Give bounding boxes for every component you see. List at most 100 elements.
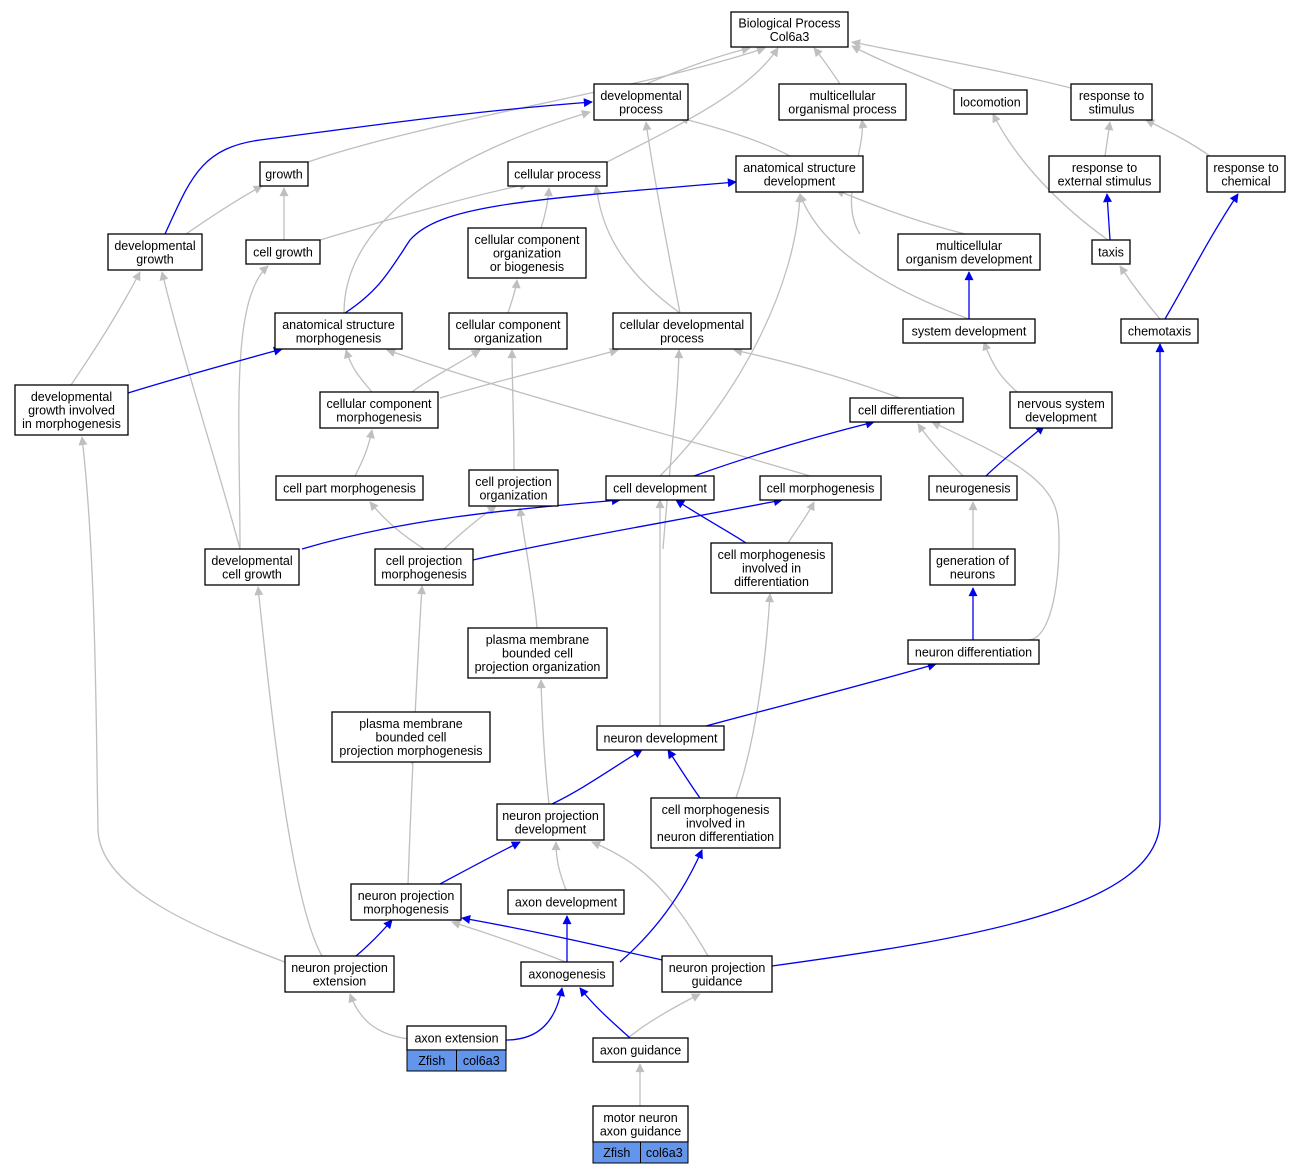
is-a-edge-4: [307, 46, 766, 163]
term-label-line: chemotaxis: [1128, 325, 1191, 339]
is-a-edge-40: [662, 349, 684, 550]
go-term-taxis[interactable]: taxis: [1091, 239, 1131, 265]
term-label-line: neuron development: [604, 732, 718, 746]
term-label-line: organismal process: [788, 102, 896, 116]
term-label-line: process: [619, 102, 663, 116]
term-box: [331, 711, 491, 763]
go-term-neurogenesis[interactable]: neurogenesis: [928, 475, 1018, 501]
term-label-line: morphogenesis: [381, 567, 466, 581]
part-of-edge-71: [619, 849, 703, 963]
go-term-chemotaxis[interactable]: chemotaxis: [1120, 318, 1199, 344]
go-term-neurondev[interactable]: neuron development: [596, 725, 725, 751]
term-label-line: guidance: [692, 974, 743, 988]
term-box: [928, 475, 1018, 501]
part-of-edge-68: [551, 749, 643, 805]
term-label-line: cell growth: [253, 246, 313, 260]
go-term-sysdev[interactable]: system development: [902, 318, 1036, 344]
is-a-edge-22: [70, 271, 141, 386]
term-box: [467, 227, 587, 279]
is-a-edge-32: [659, 193, 805, 477]
term-label-line: anatomical structure: [743, 161, 856, 175]
go-term-axonguid[interactable]: axon guidance: [592, 1037, 689, 1063]
go-term-cellmorph[interactable]: cell morphogenesis: [759, 475, 882, 501]
is-a-edge-50: [591, 840, 709, 957]
term-box: [710, 542, 833, 594]
go-term-cellproc[interactable]: cellular process: [507, 161, 608, 187]
term-box: [1009, 391, 1113, 429]
go-term-cellpartmorph[interactable]: cell part morphogenesis: [275, 475, 424, 501]
term-label-line: neuron projection: [669, 961, 766, 975]
is-a-edge-8: [1104, 121, 1114, 157]
term-box: [496, 803, 605, 841]
term-label-line: organization: [493, 247, 561, 261]
term-label-line: stimulus: [1089, 102, 1135, 116]
term-box: [592, 1037, 689, 1063]
is-a-edge-3: [851, 39, 1072, 89]
is-a-edge-27: [917, 423, 964, 477]
go-term-celldev[interactable]: cell development: [605, 475, 715, 501]
term-label-line: response to: [1079, 89, 1144, 103]
part-of-edge-65: [675, 499, 747, 544]
go-term-axondev[interactable]: axon development: [507, 889, 625, 915]
go-term-celldiff[interactable]: cell differentiation: [849, 397, 964, 423]
is-a-edge-26: [733, 347, 901, 399]
term-label-line: nervous system: [1017, 397, 1105, 411]
term-label-line: bounded cell: [502, 647, 573, 661]
term-label-line: cellular component: [475, 233, 580, 247]
term-box: [953, 89, 1028, 115]
is-a-edge-25: [439, 347, 619, 399]
term-label-line: generation of: [936, 554, 1010, 568]
is-a-edge-37: [159, 271, 241, 550]
part-of-edge-56: [344, 178, 737, 314]
term-box: [107, 233, 203, 271]
term-label-line: axon guidance: [600, 1124, 681, 1138]
term-box: [907, 639, 1040, 665]
go-term-growth[interactable]: growth: [259, 161, 309, 187]
is-a-edge-0: [645, 45, 751, 85]
term-label-line: taxis: [1098, 246, 1124, 260]
go-term-locomotion[interactable]: locomotion: [953, 89, 1028, 115]
term-label-line: axon development: [515, 896, 618, 910]
is-a-edge-21: [1119, 265, 1161, 320]
go-term-axonogenesis[interactable]: axonogenesis: [520, 961, 614, 987]
go-term-neurondiff[interactable]: neuron differentiation: [907, 639, 1040, 665]
term-label-line: process: [660, 331, 704, 345]
go-term-cellgrowth[interactable]: cell growth: [245, 239, 321, 265]
term-label-line: cellular process: [514, 168, 601, 182]
is-a-edge-18: [592, 185, 681, 314]
term-label-line: response to: [1072, 161, 1137, 175]
part-of-edge-67: [705, 661, 937, 727]
term-label-line: locomotion: [960, 96, 1020, 110]
term-label-line: cellular component: [327, 397, 432, 411]
